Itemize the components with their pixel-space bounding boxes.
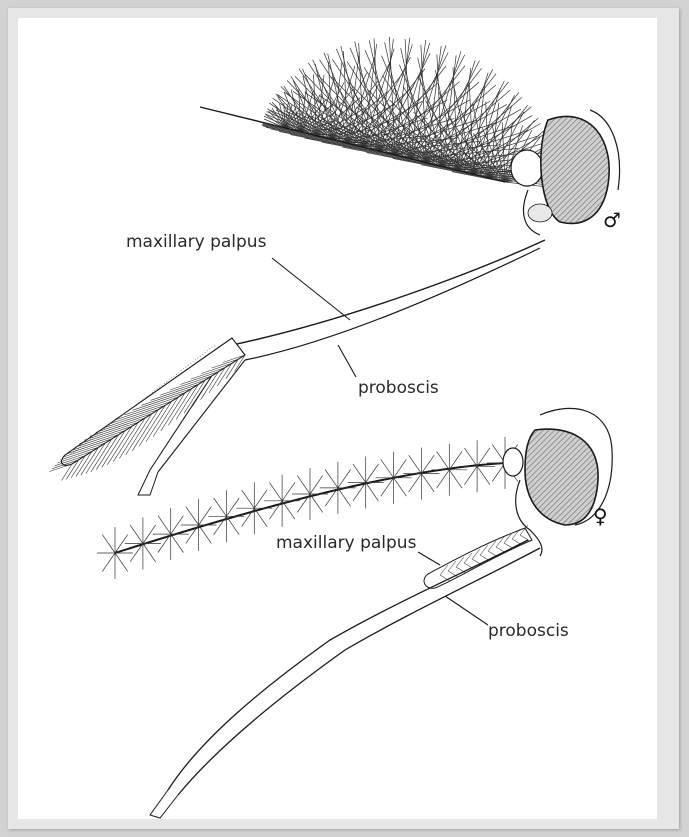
- female-mosquito-head: [97, 408, 612, 818]
- male-proboscis: [232, 240, 545, 345]
- male-compound-eye: [541, 116, 609, 223]
- leader-female-proboscis: [445, 596, 488, 625]
- label-female-proboscis: proboscis: [488, 623, 569, 640]
- label-male-proboscis: proboscis: [358, 380, 439, 397]
- label-female-maxillary-palpus: maxillary palpus: [276, 535, 416, 552]
- male-antennal-socket: [511, 150, 543, 186]
- female-proboscis: [168, 540, 528, 790]
- leader-female-palpus: [418, 552, 440, 565]
- male-mosquito-head: [50, 37, 620, 495]
- female-compound-eye: [525, 429, 598, 525]
- leader-male-proboscis: [338, 345, 356, 377]
- male-symbol: ♂: [603, 210, 621, 230]
- female-symbol: ♀: [593, 506, 608, 526]
- leader-male-palpus: [272, 258, 350, 320]
- label-male-maxillary-palpus: maxillary palpus: [126, 234, 266, 251]
